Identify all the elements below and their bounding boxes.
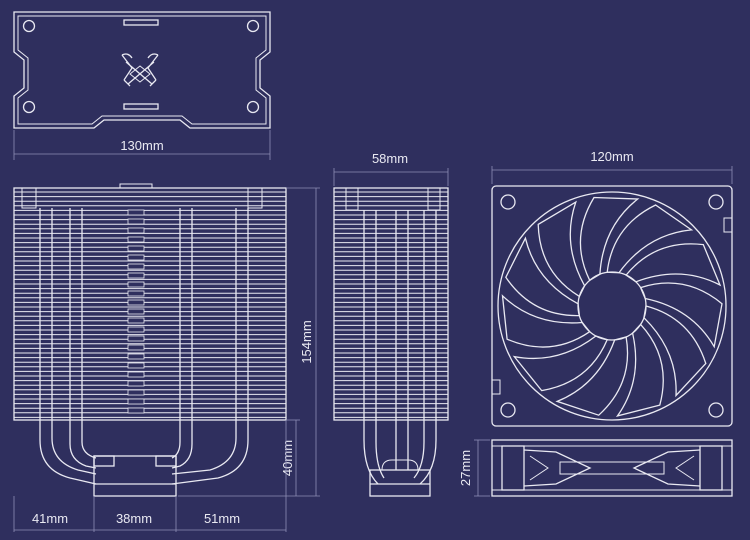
- fin-slot: [127, 353, 145, 360]
- side-heatpipes: [363, 210, 437, 485]
- fin-slot: [127, 371, 145, 378]
- fin-slot: [127, 227, 145, 234]
- fan-blades: [501, 196, 723, 417]
- fin-slot: [127, 281, 145, 288]
- base-right-label: 51mm: [204, 511, 240, 526]
- fin-slot: [127, 290, 145, 297]
- fan-width-dimension: 120mm: [491, 149, 733, 184]
- top-view: [13, 11, 271, 129]
- bottom-slot: [123, 103, 159, 110]
- side-fin-stack: [334, 191, 448, 418]
- fan-frame: [491, 185, 733, 427]
- fin-slot: [127, 218, 145, 225]
- fan-blade: [537, 200, 586, 298]
- fin-slot: [127, 272, 145, 279]
- fan-blade: [501, 294, 591, 348]
- front-view: [13, 183, 287, 497]
- fin-slot: [127, 389, 145, 396]
- screw-hole: [246, 100, 260, 114]
- fan-mount-hole: [500, 194, 516, 210]
- screw-hole: [246, 19, 260, 33]
- height-label: 154mm: [299, 320, 314, 363]
- crossed-swords-logo-icon: [121, 53, 159, 87]
- fan-hub: [577, 271, 647, 341]
- fan-blade: [606, 204, 694, 274]
- fin-slot: [127, 317, 145, 324]
- base-center-label: 38mm: [116, 511, 152, 526]
- fan-side-frame: [491, 439, 733, 497]
- fin-slot: [127, 344, 145, 351]
- top-view-outline: [13, 11, 271, 129]
- fin-slot: [127, 263, 145, 270]
- fan-blade: [643, 305, 707, 398]
- front-pipe-end: [247, 187, 263, 209]
- side-pipe-end: [427, 187, 441, 211]
- fan-clip-slots: [492, 217, 732, 395]
- side-pipe-end: [345, 187, 359, 211]
- fan-side-view: [491, 439, 733, 497]
- fin-slot: [127, 362, 145, 369]
- fin-slot: [127, 380, 145, 387]
- fan-width-label: 120mm: [590, 149, 633, 164]
- fin-slot: [127, 236, 145, 243]
- height-dimension: 154mm: [178, 187, 320, 497]
- base-dimensions: 41mm 38mm 51mm: [13, 420, 287, 532]
- base-left-label: 41mm: [32, 511, 68, 526]
- fin-slot: [127, 407, 145, 414]
- front-pipe-end: [21, 187, 37, 209]
- screw-hole: [22, 100, 36, 114]
- front-fin-stack: [14, 191, 286, 418]
- front-base-block: [93, 455, 177, 497]
- fan-blade: [505, 236, 581, 317]
- clearance-dimension: 40mm: [280, 419, 300, 496]
- top-width-dimension: 130mm: [13, 130, 271, 160]
- fan-thickness-label: 27mm: [458, 450, 473, 486]
- fan-blade: [555, 336, 629, 416]
- top-width-label: 130mm: [120, 138, 163, 153]
- clearance-label: 40mm: [280, 440, 295, 476]
- fin-slot: [127, 245, 145, 252]
- front-center-slot-column: [127, 209, 145, 414]
- fan-front-view: [491, 185, 733, 427]
- side-view: [333, 187, 449, 497]
- fan-mount-hole: [708, 194, 724, 210]
- fan-blade: [512, 335, 609, 392]
- fan-blade: [615, 323, 664, 417]
- top-view-inner-outline: [17, 15, 267, 125]
- fin-slot: [127, 299, 145, 306]
- top-slot: [123, 19, 159, 26]
- fin-slot: [127, 308, 145, 315]
- side-depth-label: 58mm: [372, 151, 408, 166]
- fin-slot: [127, 326, 145, 333]
- fan-thickness-dimension: 27mm: [458, 439, 490, 497]
- fan-blade: [579, 196, 640, 282]
- fin-slot: [127, 335, 145, 342]
- front-top-cap: [119, 183, 153, 189]
- fan-blade: [639, 282, 723, 349]
- front-heatpipes: [39, 208, 249, 485]
- fan-mount-hole: [500, 402, 516, 418]
- fin-slot: [127, 209, 145, 216]
- side-base-block: [369, 459, 431, 497]
- fin-slot: [127, 254, 145, 261]
- fan-mount-hole: [708, 402, 724, 418]
- side-depth-dimension: 58mm: [333, 151, 449, 186]
- fin-slot: [127, 398, 145, 405]
- fan-blade: [625, 243, 722, 287]
- fan-opening: [497, 191, 727, 421]
- side-fin-outline: [333, 187, 449, 421]
- screw-hole: [22, 19, 36, 33]
